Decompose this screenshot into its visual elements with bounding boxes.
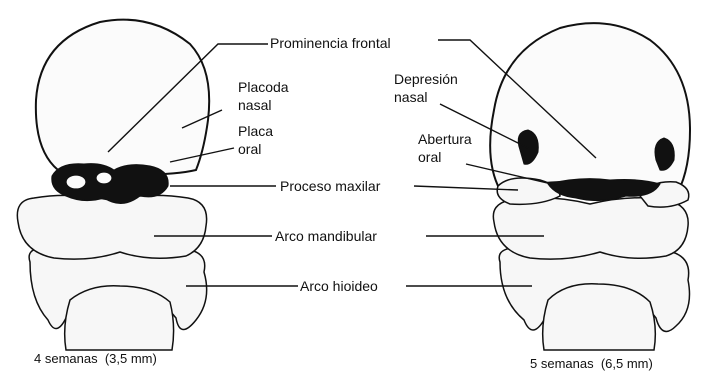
- label-placoda-nasal-line1: Placoda: [238, 79, 289, 95]
- left-frontal-prominence: [36, 20, 209, 175]
- label-placa-oral-line1: Placa: [238, 123, 273, 139]
- label-prominencia-frontal: Prominencia frontal: [270, 35, 391, 51]
- left-neck: [65, 286, 174, 350]
- label-abertura-oral-line2: oral: [418, 149, 441, 165]
- label-placa-oral-line2: oral: [238, 141, 261, 157]
- label-abertura-oral-line1: Abertura: [418, 131, 472, 147]
- label-depresion-nasal-line2: nasal: [394, 89, 427, 105]
- label-proceso-maxilar: Proceso maxilar: [280, 178, 381, 194]
- label-arco-hioideo: Arco hioideo: [300, 278, 378, 294]
- label-depresion-nasal-line1: Depresión: [394, 71, 458, 87]
- embryo-5-weeks: [490, 23, 690, 350]
- caption-5-weeks: 5 semanas (6,5 mm): [530, 356, 653, 371]
- left-nasal-placode: [66, 175, 86, 189]
- label-arco-mandibular: Arco mandibular: [275, 228, 377, 244]
- left-mandibular-arch: [17, 195, 206, 259]
- left-nasal-placode-2: [96, 172, 112, 184]
- label-placoda-nasal-line2: nasal: [238, 97, 271, 113]
- embryo-4-weeks: [17, 20, 209, 350]
- right-neck: [543, 284, 656, 350]
- caption-4-weeks: 4 semanas (3,5 mm): [34, 351, 157, 366]
